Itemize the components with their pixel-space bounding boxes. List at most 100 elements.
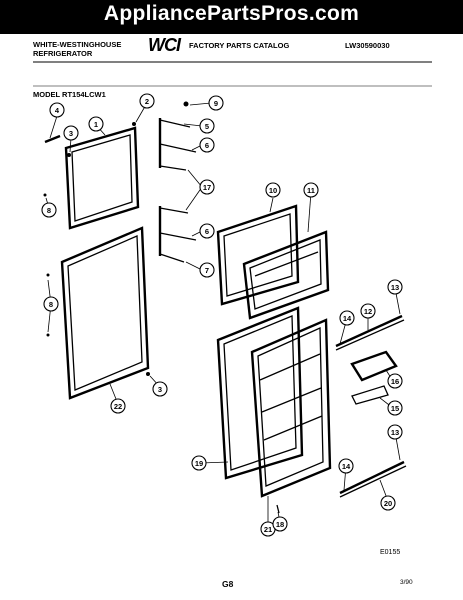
callout-circle [88, 116, 104, 132]
callout-8: 8 [41, 202, 57, 218]
callout-4: 4 [49, 102, 65, 118]
callout-label: 15 [391, 404, 399, 413]
fresh-food-door-gasket [60, 226, 150, 400]
upper-hinge-bracket [158, 118, 197, 171]
callout-label: 17 [203, 183, 211, 192]
callout-circle [49, 102, 65, 118]
door-shelf-rail-upper-edge [335, 319, 405, 351]
callout-5: 5 [199, 118, 215, 134]
callout-label: 3 [69, 129, 73, 138]
callout-label: 18 [276, 520, 284, 529]
brand-line-1: WHITE-WESTINGHOUSE [33, 40, 122, 49]
model-number: MODEL RT154LCW1 [33, 90, 106, 99]
page-number: G8 [222, 579, 234, 589]
callout-circle [303, 182, 319, 198]
screw-9 [183, 101, 189, 107]
freezer-door-gasket-right [216, 204, 300, 306]
callout-circle [41, 202, 57, 218]
callout-16: 16 [387, 373, 403, 389]
callout-circle [387, 424, 403, 440]
callout-label: 13 [391, 428, 399, 437]
watermark-text: AppliancePartsPros.com [103, 2, 360, 25]
catalog-date: 3/90 [400, 579, 413, 586]
screw-18 [276, 504, 280, 514]
callout-13: 13 [387, 424, 403, 440]
callout-label: 22 [114, 402, 122, 411]
callout-6: 6 [199, 137, 215, 153]
callout-label: 14 [343, 314, 352, 323]
callout-label: 7 [205, 266, 209, 275]
callout-label: 1 [94, 120, 98, 129]
screw-8-top [43, 193, 47, 197]
callout-circle [191, 455, 207, 471]
door-shelf-rail-lower-edge [339, 465, 407, 498]
callout-9: 9 [208, 95, 224, 111]
freezer-door-liner [242, 230, 330, 320]
callout-circle [380, 495, 396, 511]
callout-circle [265, 182, 281, 198]
callout-13: 13 [387, 279, 403, 295]
callout-6: 6 [199, 223, 215, 239]
callout-label: 4 [55, 106, 60, 115]
callout-14: 14 [338, 458, 354, 474]
catalog-title: FACTORY PARTS CATALOG [189, 41, 290, 50]
trim-strip [44, 134, 61, 144]
butter-tray [351, 385, 389, 405]
callout-label: 16 [391, 377, 399, 386]
callout-label: 5 [205, 122, 209, 131]
callout-14: 14 [339, 310, 355, 326]
callout-12: 12 [360, 303, 376, 319]
callout-label: 12 [364, 307, 372, 316]
callout-circle [339, 310, 355, 326]
callout-circle [199, 179, 215, 195]
callout-circle [199, 262, 215, 278]
callout-15: 15 [387, 400, 403, 416]
callout-label: 6 [205, 227, 209, 236]
lower-hinge-bracket [158, 206, 197, 263]
callout-label: 10 [269, 186, 277, 195]
callout-10: 10 [265, 182, 281, 198]
dairy-bin [350, 350, 398, 382]
callout-circle [387, 279, 403, 295]
callout-label: 14 [342, 462, 351, 471]
callout-circle [199, 223, 215, 239]
callout-3: 3 [63, 125, 79, 141]
callout-label: 19 [195, 459, 203, 468]
callout-circle [387, 373, 403, 389]
callout-label: 13 [391, 283, 399, 292]
callout-circle [208, 95, 224, 111]
callout-18: 18 [272, 516, 288, 532]
callout-label: 2 [145, 97, 149, 106]
callout-label: 21 [264, 525, 272, 534]
callout-17: 17 [199, 179, 215, 195]
callout-8: 8 [43, 296, 59, 312]
door-shelf-rail-lower [339, 460, 405, 495]
callout-circle [272, 516, 288, 532]
callout-circle [43, 296, 59, 312]
callout-circle [199, 137, 215, 153]
callout-label: 20 [384, 499, 392, 508]
fresh-food-door-liner [250, 318, 332, 498]
wci-logo: WCI [148, 35, 181, 55]
catalog-number: LW30590030 [345, 41, 390, 50]
callout-circle [360, 303, 376, 319]
callout-label: 8 [49, 300, 53, 309]
callout-label: 8 [47, 206, 51, 215]
callout-circle [139, 93, 155, 109]
callout-circle [63, 125, 79, 141]
callout-1: 1 [88, 116, 104, 132]
screw-8-mid [46, 273, 50, 277]
callout-7: 7 [199, 262, 215, 278]
leader-lines [45, 102, 401, 524]
callout-circle [338, 458, 354, 474]
watermark-banner: AppliancePartsPros.com [0, 0, 463, 34]
callout-11: 11 [303, 182, 319, 198]
callout-22: 22 [110, 398, 126, 414]
callout-circle [199, 118, 215, 134]
callout-19: 19 [191, 455, 207, 471]
callout-label: 6 [205, 141, 209, 150]
brand-line-2: REFRIGERATOR [33, 49, 93, 58]
callout-circle [152, 381, 168, 397]
screw-8-bottom [46, 333, 50, 337]
